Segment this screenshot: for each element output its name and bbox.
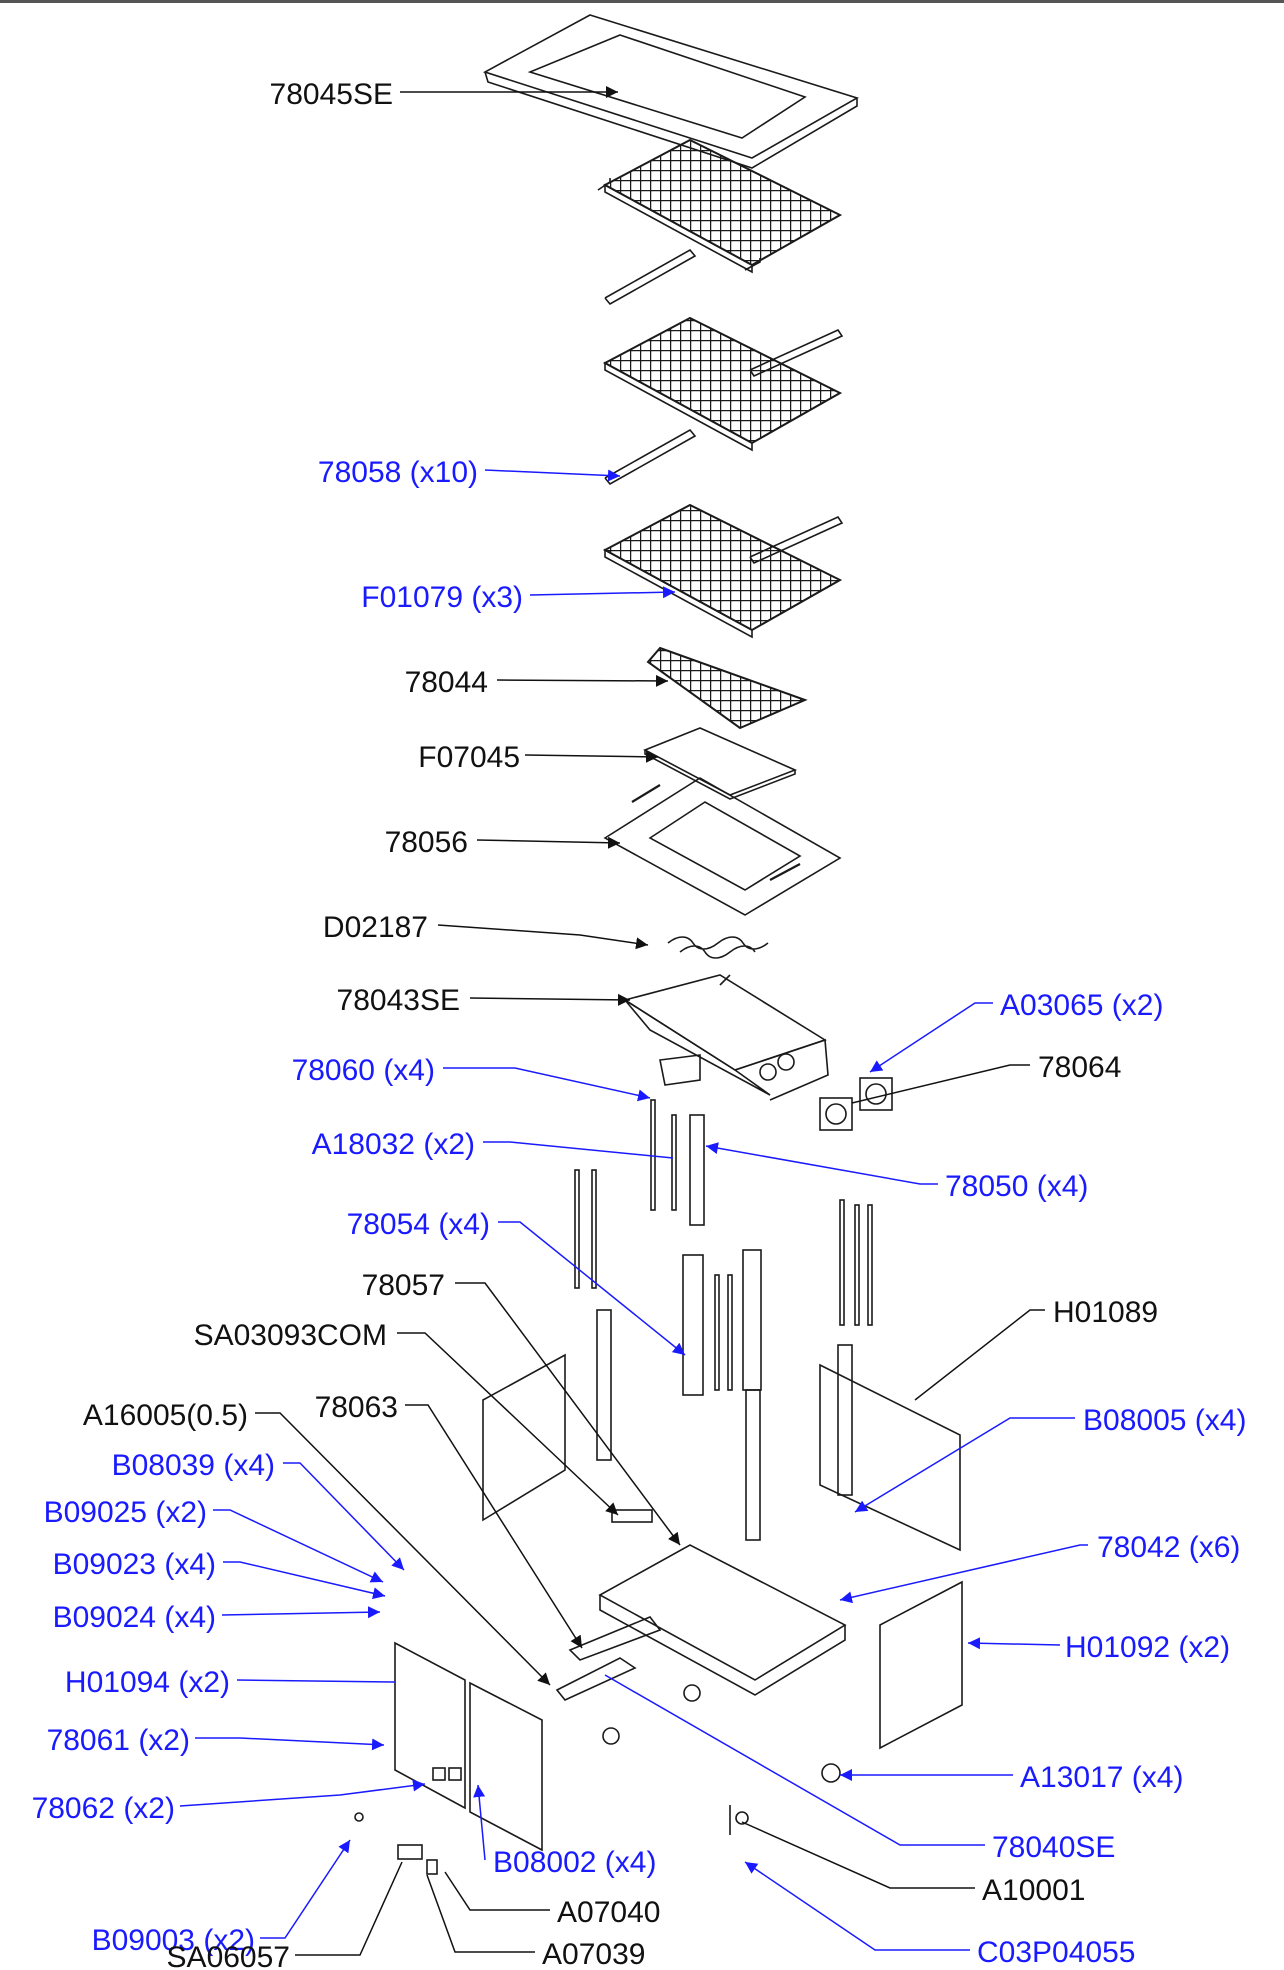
label-78062: 78062 (x2) xyxy=(32,1792,175,1825)
leader-lines xyxy=(179,86,1088,1956)
label-78056: 78056 xyxy=(385,826,468,859)
label-c03p04055: C03P04055 xyxy=(977,1936,1135,1969)
label-a16005: A16005(0.5) xyxy=(83,1399,248,1432)
label-78042: 78042 (x6) xyxy=(1097,1531,1240,1564)
label-78044: 78044 xyxy=(405,666,488,699)
label-78050: 78050 (x4) xyxy=(945,1170,1088,1203)
part-f01079-wire-shelf-2 xyxy=(602,316,844,452)
label-78058: 78058 (x10) xyxy=(318,456,478,489)
label-a18032: A18032 (x2) xyxy=(312,1128,475,1161)
label-b09024: B09024 (x4) xyxy=(53,1601,216,1634)
part-f01079-wire-shelf-3 xyxy=(602,503,844,639)
part-f07045-plate xyxy=(643,727,798,800)
label-a10001: A10001 xyxy=(982,1874,1085,1907)
label-78061: 78061 (x2) xyxy=(47,1724,190,1757)
part-vertical-posts xyxy=(574,1099,873,1541)
label-sa03093com: SA03093COM xyxy=(194,1319,387,1352)
label-b08002: B08002 (x4) xyxy=(493,1846,656,1879)
label-a07039: A07039 xyxy=(542,1938,645,1970)
label-78040se: 78040SE xyxy=(992,1831,1115,1864)
label-78054: 78054 (x4) xyxy=(347,1208,490,1241)
part-small-components xyxy=(354,1509,841,1875)
part-78043se-control-housing xyxy=(623,974,829,1101)
label-f01079: F01079 (x3) xyxy=(361,581,523,614)
part-78040se-base-tray xyxy=(555,1544,847,1701)
part-f01079-wire-shelf-1 xyxy=(597,138,843,274)
top-border-line xyxy=(0,0,1284,3)
part-side-panels xyxy=(482,1353,963,1750)
label-sa06057: SA06057 xyxy=(167,1941,290,1970)
part-78058-shelf-rail-1 xyxy=(604,248,697,306)
label-d02187: D02187 xyxy=(323,911,428,944)
part-front-panels xyxy=(394,1641,543,1852)
label-78063: 78063 xyxy=(315,1391,398,1424)
label-78060: 78060 (x4) xyxy=(292,1054,435,1087)
part-78045se-lid-frame xyxy=(482,14,859,169)
label-a13017: A13017 (x4) xyxy=(1020,1761,1183,1794)
label-a03065: A03065 (x2) xyxy=(1000,989,1163,1022)
label-h01094: H01094 (x2) xyxy=(65,1666,230,1699)
part-labels: 78045SE 78058 (x10) F01079 (x3) 78044 F0… xyxy=(32,78,1247,1970)
label-78064: 78064 xyxy=(1038,1051,1121,1084)
part-78058-shelf-rail-2 xyxy=(604,428,697,486)
label-h01089: H01089 xyxy=(1053,1296,1158,1329)
label-f07045: F07045 xyxy=(418,741,520,774)
label-b08039: B08039 (x4) xyxy=(112,1449,275,1482)
part-78056-tray xyxy=(603,777,842,916)
label-b09023: B09023 (x4) xyxy=(53,1548,216,1581)
label-b08005: B08005 (x4) xyxy=(1083,1404,1246,1437)
label-a07040: A07040 xyxy=(557,1896,660,1929)
label-b09003: B09003 (x2) xyxy=(92,1924,255,1957)
part-d02187-heating-element xyxy=(667,936,769,986)
part-78064-fan xyxy=(819,1077,893,1131)
label-h01092: H01092 (x2) xyxy=(1065,1631,1230,1664)
label-78057: 78057 xyxy=(362,1269,445,1302)
part-78044-grill-grate xyxy=(646,646,808,730)
label-b09025: B09025 (x2) xyxy=(44,1496,207,1529)
label-78043se: 78043SE xyxy=(337,984,460,1017)
label-78045se: 78045SE xyxy=(270,78,393,111)
